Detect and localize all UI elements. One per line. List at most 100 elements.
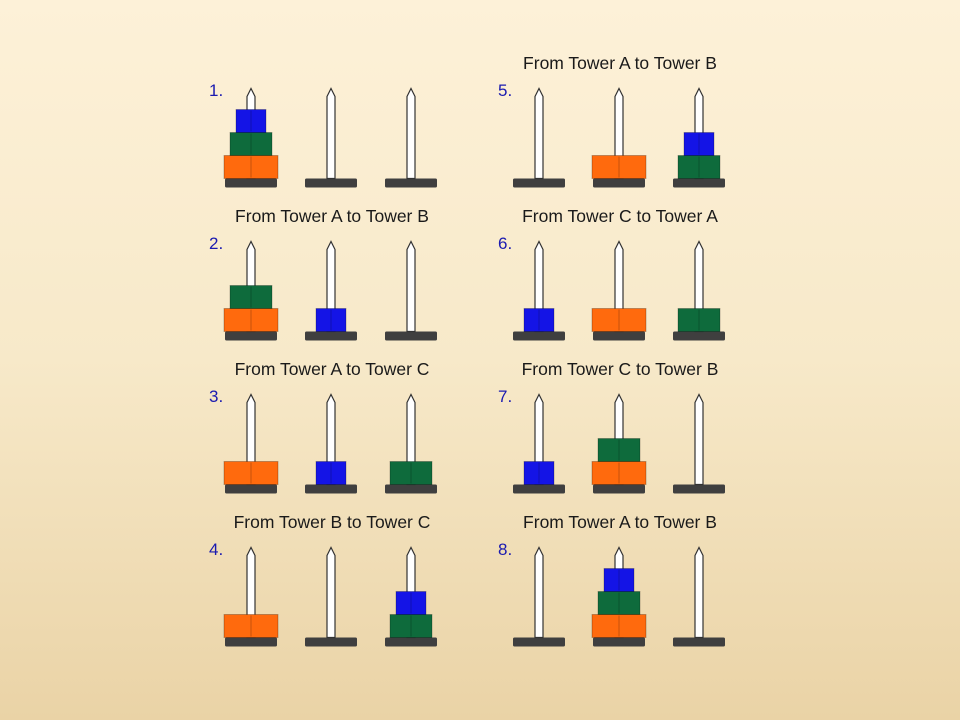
small-disk [235, 109, 267, 133]
large-disk [223, 155, 279, 179]
large-disk [223, 461, 279, 485]
small-disk [395, 591, 427, 615]
step-number-2: 2. [209, 234, 223, 253]
tower-a [513, 240, 565, 341]
step-5-state [513, 87, 725, 188]
tower-b [591, 240, 647, 341]
small-disk [683, 132, 715, 156]
tower-base [225, 178, 277, 188]
tower-base [513, 484, 565, 494]
step-2-state [223, 240, 437, 341]
tower-c [385, 87, 437, 188]
tower-c [673, 240, 725, 341]
tower-a [513, 393, 565, 494]
tower-base [673, 331, 725, 341]
tower-base [513, 178, 565, 188]
tower-b [305, 240, 357, 341]
tower-c [673, 546, 725, 647]
small-disk [523, 308, 555, 332]
tower-peg [694, 393, 704, 486]
step-number-5: 5. [498, 81, 512, 100]
tower-base [305, 637, 357, 647]
tower-c [385, 546, 437, 647]
move-caption-before-step-5: From Tower A to Tower B [523, 53, 717, 73]
tower-b [591, 546, 647, 647]
step-6-state [513, 240, 725, 341]
medium-disk [597, 438, 641, 462]
small-disk [603, 568, 635, 592]
tower-b [591, 87, 647, 188]
tower-base [225, 331, 277, 341]
move-caption-before-step-8: From Tower A to Tower B [523, 512, 717, 532]
step-number-8: 8. [498, 540, 512, 559]
medium-disk [229, 132, 273, 156]
large-disk [223, 614, 279, 638]
tower-peg [326, 546, 336, 639]
tower-a [223, 87, 279, 188]
tower-base [305, 331, 357, 341]
move-caption-before-step-6: From Tower C to Tower A [522, 206, 718, 226]
tower-peg [326, 87, 336, 180]
tower-base [673, 484, 725, 494]
tower-peg [534, 546, 544, 639]
step-1-state [223, 87, 437, 188]
tower-base [593, 331, 645, 341]
tower-base [673, 637, 725, 647]
small-disk [315, 461, 347, 485]
tower-base [593, 178, 645, 188]
step-number-1: 1. [209, 81, 223, 100]
step-7-state [513, 393, 725, 494]
tower-c [673, 393, 725, 494]
tower-base [225, 637, 277, 647]
move-caption-before-step-2: From Tower A to Tower B [235, 206, 429, 226]
small-disk [315, 308, 347, 332]
step-number-4: 4. [209, 540, 223, 559]
tower-base [593, 484, 645, 494]
tower-b [305, 87, 357, 188]
tower-b [591, 393, 647, 494]
towers-layer [223, 87, 725, 647]
move-caption-before-step-4: From Tower B to Tower C [234, 512, 431, 532]
tower-base [513, 637, 565, 647]
tower-a [223, 393, 279, 494]
tower-b [305, 546, 357, 647]
tower-base [513, 331, 565, 341]
large-disk [591, 308, 647, 332]
tower-base [385, 637, 437, 647]
move-caption-before-step-3: From Tower A to Tower C [235, 359, 430, 379]
tower-peg [406, 87, 416, 180]
large-disk [591, 155, 647, 179]
tower-b [305, 393, 357, 494]
large-disk [591, 614, 647, 638]
tower-base [385, 178, 437, 188]
tower-a [223, 546, 279, 647]
medium-disk [229, 285, 273, 309]
tower-base [673, 178, 725, 188]
tower-base [225, 484, 277, 494]
tower-a [513, 546, 565, 647]
tower-base [385, 484, 437, 494]
tower-a [513, 87, 565, 188]
step-4-state [223, 546, 437, 647]
small-disk [523, 461, 555, 485]
tower-base [593, 637, 645, 647]
tower-peg [406, 240, 416, 333]
step-8-state [513, 546, 725, 647]
move-caption-before-step-7: From Tower C to Tower B [522, 359, 719, 379]
medium-disk [677, 308, 721, 332]
step-number-3: 3. [209, 387, 223, 406]
tower-base [385, 331, 437, 341]
tower-peg [534, 87, 544, 180]
step-3-state [223, 393, 437, 494]
medium-disk [597, 591, 641, 615]
medium-disk [677, 155, 721, 179]
tower-peg [694, 546, 704, 639]
tower-c [385, 393, 437, 494]
tower-c [385, 240, 437, 341]
tower-a [223, 240, 279, 341]
medium-disk [389, 614, 433, 638]
step-number-7: 7. [498, 387, 512, 406]
tower-base [305, 178, 357, 188]
step-number-6: 6. [498, 234, 512, 253]
